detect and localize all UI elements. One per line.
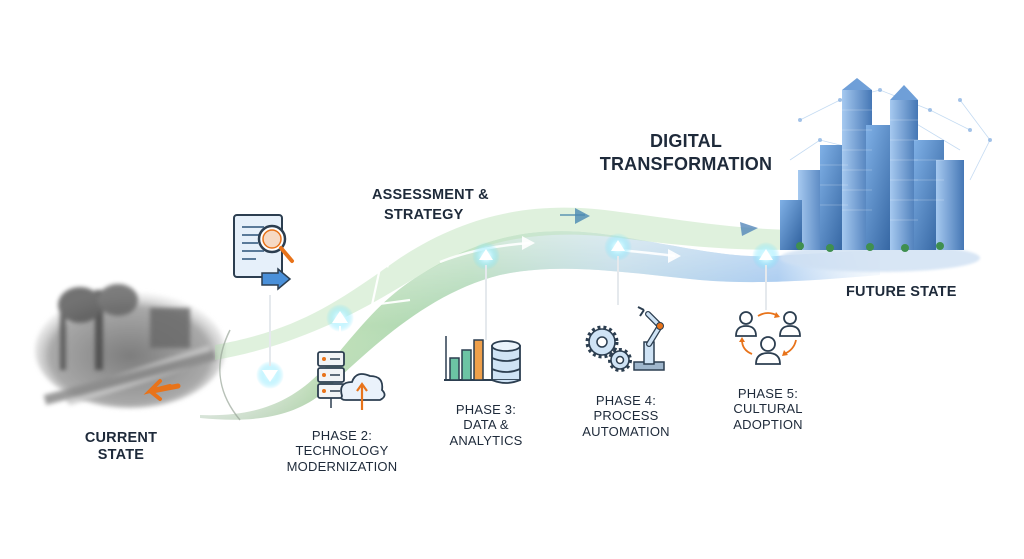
server-cloud-icon xyxy=(317,351,386,410)
phase-5-label: PHASE 5: CULTURAL ADOPTION xyxy=(718,386,818,432)
current-state-line-2: STATE xyxy=(97,447,145,464)
future-state-city-image xyxy=(780,78,992,272)
phase-3-line-1: PHASE 3: xyxy=(455,402,517,417)
assessment-line-2: STRATEGY xyxy=(384,206,464,223)
page-title: DIGITAL TRANSFORMATION xyxy=(586,130,786,177)
current-state-line-1: CURRENT xyxy=(84,430,158,446)
phase-5-line-1: PHASE 5: xyxy=(737,386,799,401)
assessment-line-1: ASSESSMENT & xyxy=(372,187,489,203)
phase-5-line-3: ADOPTION xyxy=(733,416,803,432)
assessment-label: ASSESSMENT & STRATEGY xyxy=(372,186,489,225)
phase-3-label: PHASE 3: DATA & ANALYTICS xyxy=(438,402,534,448)
phase-4-line-1: PHASE 4: xyxy=(595,393,657,408)
current-state-image xyxy=(35,284,225,408)
phase-2-line-1: PHASE 2: xyxy=(311,428,373,443)
robot-arm-gears-icon xyxy=(585,306,665,372)
document-magnifier-icon xyxy=(233,214,294,291)
phase-2-label: PHASE 2: TECHNOLOGY MODERNIZATION xyxy=(280,428,404,474)
transformation-path xyxy=(200,207,880,421)
phase-4-label: PHASE 4: PROCESS AUTOMATION xyxy=(570,393,682,439)
phase-2-line-3: MODERNIZATION xyxy=(286,458,398,474)
phase-4-line-2: PROCESS xyxy=(593,408,659,424)
phase-5-line-2: CULTURAL xyxy=(733,401,803,417)
current-state-label: CURRENT STATE xyxy=(82,430,160,464)
phase-2-line-2: TECHNOLOGY xyxy=(295,443,389,459)
people-cycle-icon xyxy=(735,311,801,365)
phase-markers xyxy=(256,233,780,389)
bar-chart-database-icon xyxy=(444,336,521,384)
title-line-2: TRANSFORMATION xyxy=(599,154,773,175)
title-line-1: DIGITAL xyxy=(649,131,723,151)
phase-4-line-3: AUTOMATION xyxy=(582,423,670,439)
future-state-label: FUTURE STATE xyxy=(846,284,957,300)
phase-3-line-3: ANALYTICS xyxy=(449,432,523,448)
phase-3-line-2: DATA & xyxy=(463,417,509,433)
